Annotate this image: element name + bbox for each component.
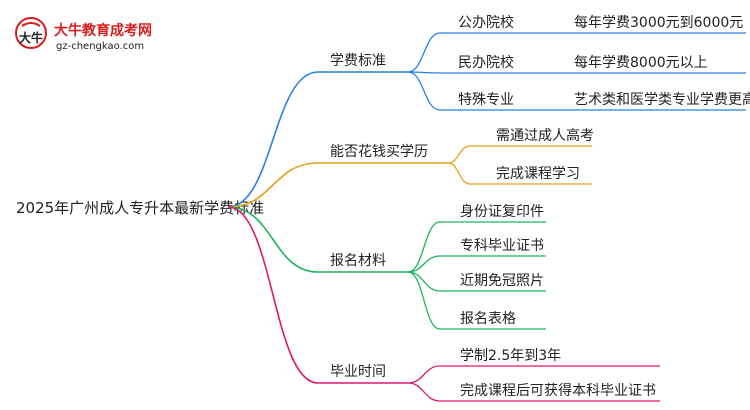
child-label: 公办院校 xyxy=(458,14,514,31)
logo-title: 大牛教育成考网 xyxy=(54,22,152,39)
logo-mark-text: 大牛 xyxy=(19,30,43,45)
logo: 大牛 大牛教育成考网 gz-chengkao.com xyxy=(15,17,152,52)
child-connector xyxy=(407,255,441,273)
branch-label: 能否花钱买学历 xyxy=(330,144,428,160)
child-label: 学制2.5年到3年 xyxy=(460,348,561,364)
child-connector xyxy=(407,32,441,73)
child-label: 完成课程后可获得本科毕业证书 xyxy=(460,382,656,399)
detail-label: 艺术类和医学类专业学费更高 xyxy=(574,91,750,108)
child-connector xyxy=(407,221,441,273)
child-connector xyxy=(407,382,441,402)
child-label: 需通过成人高考 xyxy=(496,127,594,144)
branch-connector xyxy=(227,206,319,384)
child-connector xyxy=(407,365,441,384)
branch-connector xyxy=(227,71,319,208)
branch-connector xyxy=(227,162,319,208)
branch-label: 报名材料 xyxy=(330,253,386,269)
child-label: 近期免冠照片 xyxy=(460,273,544,289)
root-topic: 2025年广州成人专升本最新学费标准 xyxy=(16,199,264,217)
branch-label: 学费标准 xyxy=(330,53,386,69)
child-label: 身份证复印件 xyxy=(460,203,544,220)
child-label: 特殊专业 xyxy=(458,92,514,108)
branch-label: 毕业时间 xyxy=(330,364,386,380)
logo-mark-icon: 大牛 xyxy=(15,17,47,49)
child-connector xyxy=(407,271,441,330)
connector-lines xyxy=(227,32,746,402)
detail-label: 每年学费8000元以上 xyxy=(574,55,708,71)
child-connector xyxy=(447,145,471,164)
detail-label: 每年学费3000元到6000元 xyxy=(574,15,743,31)
logo-url: gz-chengkao.com xyxy=(56,41,144,52)
child-connector xyxy=(447,162,471,185)
child-connector xyxy=(407,71,441,111)
child-label: 报名表格 xyxy=(460,311,516,327)
child-label: 完成课程学习 xyxy=(496,166,580,182)
branch-connector xyxy=(227,206,319,273)
child-label: 专科毕业证书 xyxy=(460,238,544,254)
child-label: 民办院校 xyxy=(458,54,514,71)
